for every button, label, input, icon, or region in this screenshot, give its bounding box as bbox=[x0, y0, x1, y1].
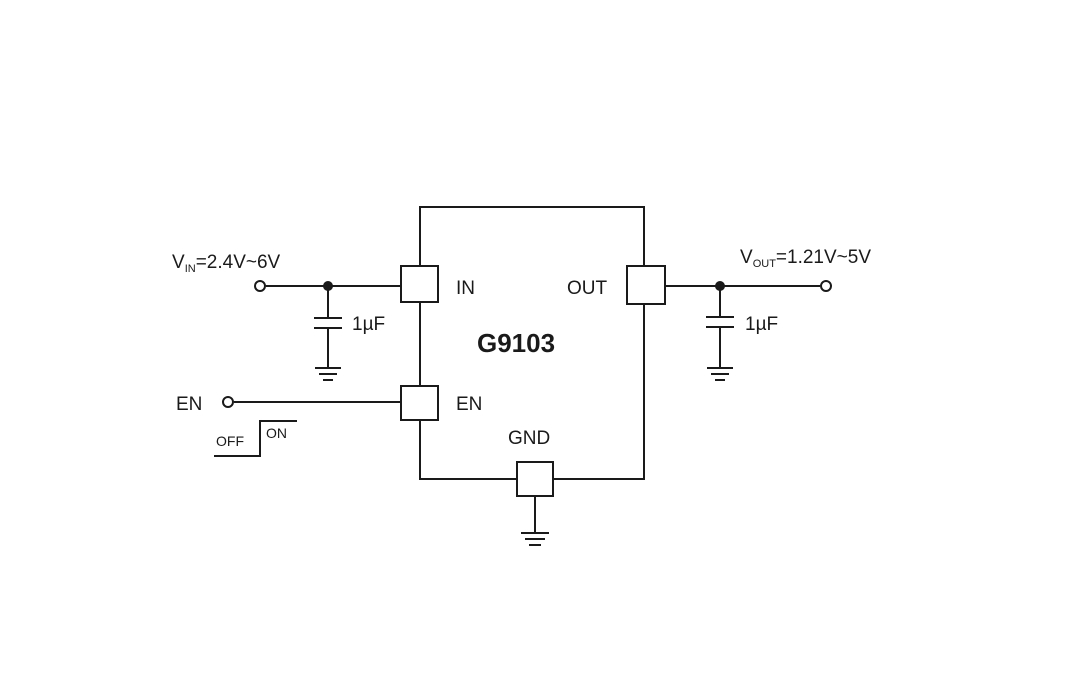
vout-cap-value: 1µF bbox=[745, 314, 778, 335]
pin-in bbox=[400, 265, 439, 303]
pin-en-label: EN bbox=[456, 394, 482, 415]
pin-out-label: OUT bbox=[567, 278, 608, 299]
ic-name: G9103 bbox=[477, 328, 555, 358]
en-step-waveform bbox=[214, 420, 297, 457]
en-off-label: OFF bbox=[216, 433, 244, 449]
vin-ground-icon bbox=[315, 367, 341, 381]
vin-symbol: V bbox=[172, 252, 185, 273]
vin-subscript: IN bbox=[185, 263, 196, 275]
vout-range: =1.21V~5V bbox=[776, 247, 871, 268]
pin-gnd-label: GND bbox=[508, 428, 550, 449]
vin-terminal bbox=[254, 280, 266, 292]
pin-en bbox=[400, 385, 439, 421]
pin-in-label: IN bbox=[456, 278, 475, 299]
vout-label: VOUT=1.21V~5V bbox=[740, 247, 871, 270]
en-terminal bbox=[222, 396, 234, 408]
gnd-ground-icon bbox=[521, 532, 549, 546]
en-label: EN bbox=[176, 394, 202, 415]
vout-terminal bbox=[820, 280, 832, 292]
en-on-label: ON bbox=[266, 425, 287, 441]
vin-cap-value: 1µF bbox=[352, 314, 385, 335]
vout-symbol: V bbox=[740, 247, 753, 268]
pin-gnd bbox=[516, 461, 554, 497]
pin-out bbox=[626, 265, 666, 305]
vin-label: VIN=2.4V~6V bbox=[172, 252, 281, 275]
vout-ground-icon bbox=[707, 367, 733, 381]
vout-subscript: OUT bbox=[753, 258, 777, 270]
vin-range: =2.4V~6V bbox=[196, 252, 281, 273]
